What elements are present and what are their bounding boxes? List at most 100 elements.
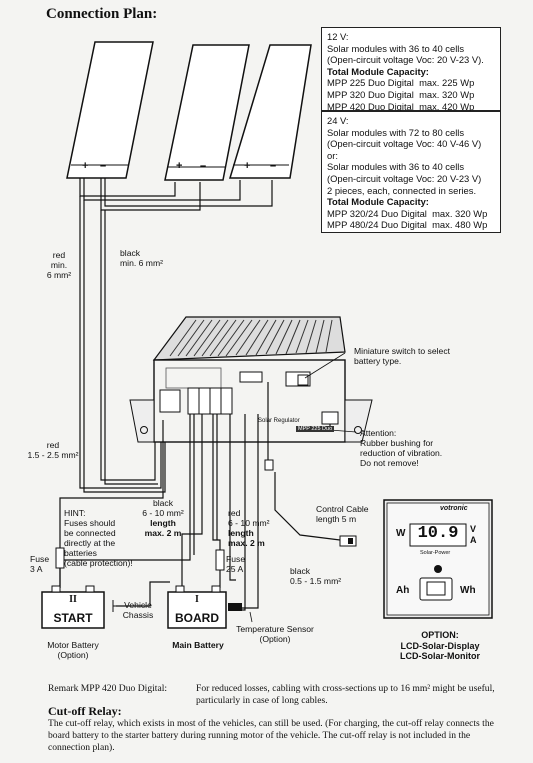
spec-24v-line: 2 pieces, each, connected in series.: [327, 184, 477, 196]
display-w-label: W: [396, 528, 406, 539]
panel1-plus: +: [82, 160, 89, 172]
panel2-minus: –: [200, 160, 207, 172]
wire-label-line: 6 mm²: [46, 270, 72, 280]
annotation-line: Do not remove!: [360, 458, 419, 468]
annotation-leaders: [249, 352, 357, 623]
fuse-board: [215, 549, 225, 571]
fuse-label-line: 25 A: [226, 564, 244, 574]
temperature-sensor-label: Temperature Sensor (Option): [232, 624, 318, 644]
annotation-line: Attention:: [360, 428, 397, 438]
panel2-plus: +: [176, 160, 183, 172]
display-brand: votronic: [440, 505, 468, 512]
annotation-line: Control Cable: [316, 504, 369, 514]
spec-24v-line: or:: [327, 149, 338, 161]
model-name: MPP 320/24 Duo Digital: [327, 207, 427, 219]
model-max: max. 320 Wp: [419, 88, 475, 100]
cutoff-line: board battery to the starter battery dur…: [48, 730, 471, 741]
annotation-line: Rubber bushing for: [360, 438, 434, 448]
wire-label-board-red: red 6 - 10 mm² length max. 2 m: [228, 508, 270, 548]
fuse-start-label: Fuse 3 A: [30, 554, 49, 574]
caption-line: (Option): [57, 650, 89, 660]
wire-label-line: min. 6 mm²: [120, 258, 163, 268]
vehicle-chassis-label: Vehicle Chassis: [116, 600, 160, 620]
solar-regulator: [129, 316, 373, 443]
remark-label: Remark MPP 420 Duo Digital:: [48, 683, 168, 694]
wire-label-panel-red: red min. 6 mm²: [44, 250, 74, 280]
chassis-line: Chassis: [122, 610, 154, 620]
solar-panel-2: [164, 44, 250, 181]
annotation-line: reduction of vibration.: [360, 448, 443, 458]
spec-24v-model-row: MPP 480/24 Duo Digital max. 480 Wp: [327, 219, 495, 231]
wire-label-line: length: [228, 528, 254, 538]
solar-panel-1: [66, 41, 154, 179]
wire-label-line: 6 - 10 mm²: [142, 508, 184, 518]
annotation-switch: Miniature switch to select battery type.: [354, 346, 450, 366]
fuse-label-line: Fuse: [30, 554, 50, 564]
sensor-line: (Option): [259, 634, 291, 644]
spec-12v-line: (Open-circuit voltage Voc: 20 V-23 V).: [327, 54, 484, 66]
panel1-minus: –: [100, 160, 107, 172]
spec-12v-line: Solar modules with 36 to 40 cells: [327, 42, 465, 54]
spec-box-24v: 24 V: Solar modules with 72 to 80 cells …: [321, 111, 501, 233]
solar-panel-3: [228, 44, 312, 179]
spec-12v-capacity-label: Total Module Capacity:: [327, 65, 429, 77]
model-max: max. 320 Wp: [432, 207, 488, 219]
model-max: max. 225 Wp: [419, 77, 475, 89]
cutoff-line: The cut-off relay, which exists in most …: [48, 718, 494, 729]
option-line: OPTION:: [421, 630, 459, 640]
spec-24v-line: (Open-circuit voltage Voc: 40 V-46 V): [327, 138, 482, 150]
battery-start-caption: Motor Battery (Option): [30, 640, 116, 660]
wire-label-line: black: [152, 498, 174, 508]
battery-board-label: BOARD: [175, 611, 219, 625]
annotation-control-cable: Control Cable length 5 m: [316, 504, 369, 524]
hint-line: directly at the: [64, 538, 116, 548]
wire-label-line: black: [120, 248, 141, 258]
spec-24v-model-row: MPP 320/24 Duo Digital max. 320 Wp: [327, 208, 495, 220]
cutoff-text: The cut-off relay, which exists in most …: [48, 718, 528, 754]
chassis-line: Vehicle: [124, 600, 152, 610]
wire-label-line: red: [46, 440, 60, 450]
model-name: MPP 420 Duo Digital: [327, 100, 414, 112]
model-max: max. 480 Wp: [432, 219, 488, 231]
wire-label-sensor-black: black 0.5 - 1.5 mm²: [290, 566, 341, 586]
wire-label-line: 0.5 - 1.5 mm²: [290, 576, 342, 586]
option-line: LCD-Solar-Monitor: [400, 651, 480, 661]
display-a-label: A: [470, 535, 477, 545]
cutoff-heading: Cut-off Relay:: [48, 704, 122, 718]
option-line: LCD-Solar-Display: [400, 640, 480, 651]
remark-line: For reduced losses, cabling with cross-s…: [196, 683, 495, 694]
chassis-ground-icon: [112, 600, 118, 612]
regulator-model: MPP 225 Duo: [296, 426, 335, 432]
spec-24v-capacity-label: Total Module Capacity:: [327, 196, 429, 208]
wire-label-start-red: red 1.5 - 2.5 mm²: [20, 440, 86, 460]
spec-12v-model-row: MPP 420 Duo Digital max. 420 Wp: [327, 101, 495, 113]
spec-12v-model-row: MPP 225 Duo Digital max. 225 Wp: [327, 77, 495, 89]
display-ah-button[interactable]: Ah: [396, 585, 410, 596]
regulator-label: Solar Regulator: [258, 418, 300, 424]
display-wh-button[interactable]: Wh: [460, 585, 476, 596]
sensor-line: Temperature Sensor: [236, 624, 314, 634]
wire-label-line: length: [150, 518, 176, 528]
hint-line: HINT:: [64, 508, 86, 518]
hint-line: (cable protection)!: [64, 558, 133, 568]
display-value: 10.9: [417, 524, 459, 543]
remark-text: For reduced losses, cabling with cross-s…: [196, 683, 495, 707]
display-solar-power: Solar-Power: [420, 550, 451, 556]
spec-12v-model-row: MPP 320 Duo Digital max. 320 Wp: [327, 89, 495, 101]
spec-24v-line: Solar modules with 36 to 40 cells: [327, 161, 465, 173]
fuse-board-label: Fuse 25 A: [226, 554, 245, 574]
wire-label-board-black: black 6 - 10 mm² length max. 2 m: [138, 498, 188, 538]
battery-board: [167, 585, 242, 629]
remark-line: particularly in case of long cables.: [196, 695, 328, 706]
spec-24v-heading: 24 V:: [327, 115, 349, 126]
hint-line: batteries: [64, 548, 97, 558]
fuse-label-line: Fuse: [226, 554, 246, 564]
wire-label-line: red: [52, 250, 66, 260]
caption-line: Motor Battery: [47, 640, 99, 650]
wire-label-panel-black: black min. 6 mm²: [120, 248, 163, 268]
spec-24v-line: (Open-circuit voltage Voc: 20 V-23 V): [327, 172, 482, 184]
annotation-line: battery type.: [354, 356, 402, 366]
panel3-plus: +: [244, 160, 251, 172]
display-v-label: V: [470, 524, 477, 534]
